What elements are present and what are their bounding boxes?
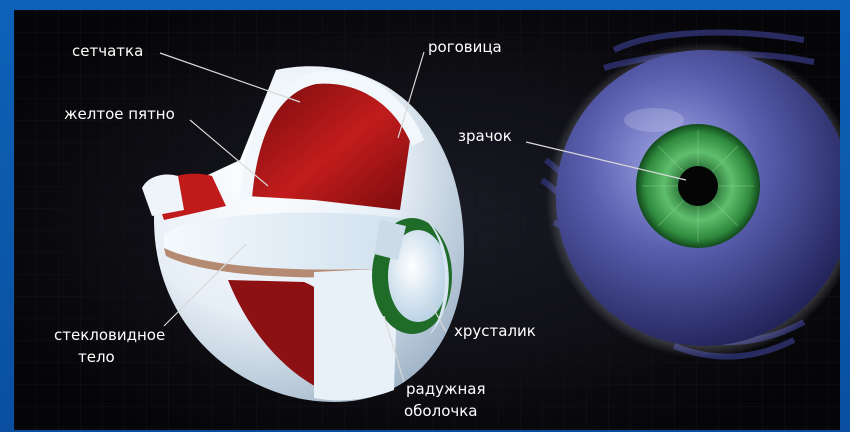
vitreous-cut-plane bbox=[164, 212, 414, 270]
eyeball-highlight bbox=[624, 108, 684, 132]
leader-lines bbox=[159, 51, 687, 383]
cornea-surface bbox=[426, 220, 449, 336]
eye-anatomy-diagram: сетчатка желтое пятно роговица зрачок ст… bbox=[14, 10, 840, 430]
lens bbox=[388, 230, 448, 322]
pupil bbox=[678, 166, 718, 206]
label-macula: желтое пятно bbox=[64, 105, 175, 123]
label-cornea: роговица bbox=[428, 38, 502, 56]
lens-capsule bbox=[374, 220, 406, 260]
label-vitreous-line2: тело bbox=[78, 348, 115, 366]
retina-wall bbox=[246, 75, 410, 211]
cap-white bbox=[142, 174, 184, 216]
label-iris-line2: оболочка bbox=[404, 402, 477, 420]
eyeball-3d bbox=[540, 29, 840, 360]
label-lens: хрусталик bbox=[454, 322, 536, 340]
label-iris-line1: радужная bbox=[406, 380, 486, 398]
cut-edge bbox=[164, 248, 398, 278]
label-retina: сетчатка bbox=[72, 42, 143, 60]
eye-cross-section bbox=[142, 66, 464, 402]
label-pupil: зрачок bbox=[458, 127, 512, 145]
label-vitreous-line1: стекловидное bbox=[54, 326, 165, 344]
diagram-panel: сетчатка желтое пятно роговица зрачок ст… bbox=[14, 10, 840, 430]
